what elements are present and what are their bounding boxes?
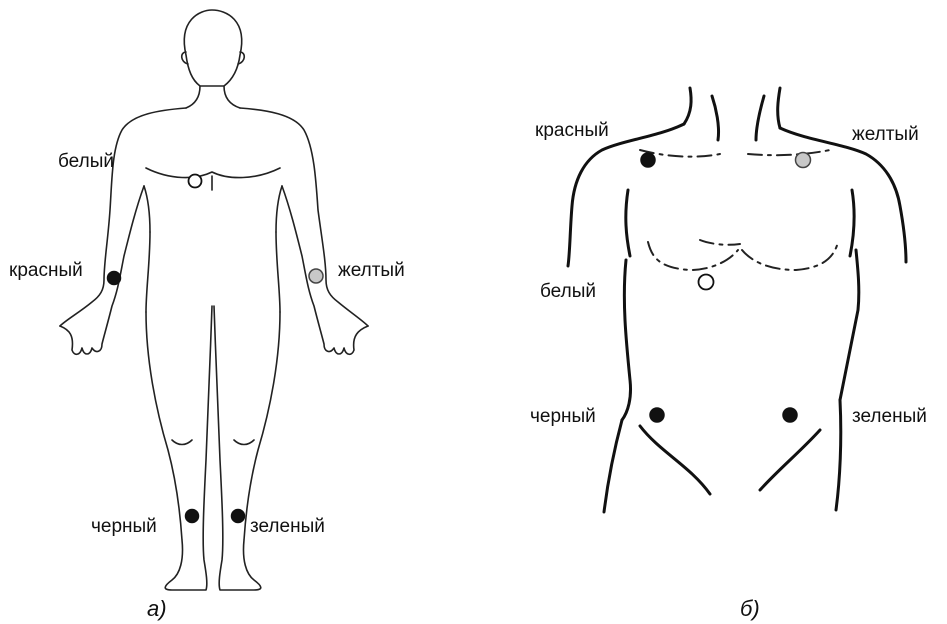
electrode-red (108, 272, 121, 285)
label-black: черный (530, 406, 596, 427)
label-green: зеленый (852, 406, 927, 427)
label-black: черный (91, 516, 157, 537)
label-yellow: желтый (338, 260, 405, 281)
panel-b: красный желтый белый черный зеленый б) (530, 88, 927, 621)
label-red: красный (535, 120, 609, 141)
electrode-yellow (796, 153, 811, 168)
electrode-white (699, 275, 714, 290)
electrode-white (189, 175, 202, 188)
electrode-red (641, 153, 655, 167)
caption-a: а) (147, 596, 167, 621)
electrode-black (186, 510, 199, 523)
electrode-green (783, 408, 797, 422)
label-white: белый (58, 151, 114, 172)
full-body-outline (60, 10, 368, 590)
panel-a: белый красный желтый черный зеленый а) (9, 10, 405, 621)
caption-b: б) (740, 596, 760, 621)
label-green: зеленый (250, 516, 325, 537)
electrode-black (650, 408, 664, 422)
electrode-yellow (309, 269, 323, 283)
torso-outline (568, 88, 906, 512)
electrode-green (232, 510, 245, 523)
label-yellow: желтый (852, 124, 919, 145)
label-red: красный (9, 260, 83, 281)
label-white: белый (540, 281, 596, 302)
